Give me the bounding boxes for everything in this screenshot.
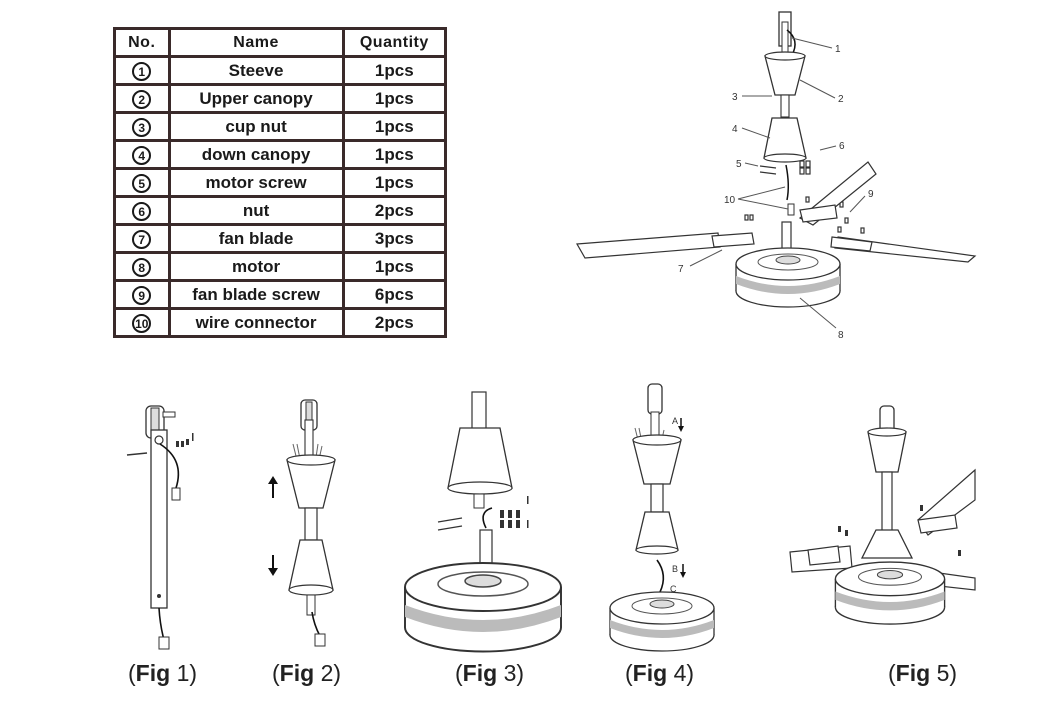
row-number-badge: 5	[132, 174, 152, 194]
down-canopy-shape	[288, 539, 334, 591]
part-quantity: 1pcs	[341, 55, 448, 86]
step-label-c: C	[670, 584, 677, 594]
figure-3-caption: (Fig 3)	[455, 660, 525, 686]
down-canopy-shape	[447, 427, 513, 489]
callout-1: 1	[835, 44, 841, 55]
part-name: down canopy	[167, 139, 345, 170]
upper-canopy-shape	[867, 431, 907, 473]
down-canopy-shape	[635, 511, 679, 551]
part-quantity: 1pcs	[341, 111, 448, 142]
motor-shape	[404, 562, 562, 653]
row-number-badge: 6	[132, 202, 152, 222]
part-quantity: 2pcs	[341, 195, 448, 226]
header-name: Name	[167, 27, 345, 58]
row-number-badge: 9	[132, 286, 152, 306]
down-canopy-shape	[763, 117, 807, 159]
part-quantity: 1pcs	[341, 251, 448, 282]
header-quantity: Quantity	[341, 27, 448, 58]
part-quantity: 3pcs	[341, 223, 448, 254]
callout-9: 9	[868, 189, 874, 200]
part-name: fan blade	[167, 223, 345, 254]
fan-blade-shape	[576, 232, 721, 259]
figure-5-caption: (Fig 5)	[888, 660, 958, 686]
step-label-a: A	[672, 416, 678, 426]
figure-3-drawing	[404, 391, 562, 653]
part-name: motor	[167, 251, 345, 282]
figure-5-drawing	[789, 405, 976, 625]
callout-7: 7	[678, 264, 684, 275]
step-label-b: B	[672, 564, 678, 574]
part-name: wire connector	[167, 307, 345, 338]
figure-1-drawing	[126, 405, 194, 650]
upper-canopy-shape	[286, 459, 336, 509]
callout-2: 2	[838, 94, 844, 105]
part-quantity: 1pcs	[341, 167, 448, 198]
part-name: nut	[167, 195, 345, 226]
header-no: No.	[113, 27, 171, 58]
row-number-badge: 3	[132, 118, 152, 138]
row-number-badge: 1	[132, 62, 152, 82]
figure-2-caption: (Fig 2)	[272, 660, 342, 686]
row-number-badge: 4	[132, 146, 152, 166]
row-number-badge: 8	[132, 258, 152, 278]
motor-shape	[735, 247, 841, 308]
motor-shape	[834, 561, 946, 625]
arrow-down-icon	[680, 564, 686, 578]
upper-canopy-shape	[764, 55, 806, 96]
arrow-down-icon	[678, 418, 684, 432]
motor-shape	[609, 591, 715, 652]
callout-3: 3	[732, 92, 738, 103]
figure-4-caption: (Fig 4)	[625, 660, 695, 686]
part-name: cup nut	[167, 111, 345, 142]
downrod	[150, 429, 168, 609]
row-number-badge: 7	[132, 230, 152, 250]
callout-4: 4	[732, 124, 738, 135]
exploded-view: 1 2 3 4 5 6 7 8 9 10	[576, 11, 977, 341]
part-quantity: 6pcs	[341, 279, 448, 310]
arrow-up-icon	[268, 476, 278, 498]
figure-1-caption: (Fig 1)	[128, 660, 198, 686]
callout-10: 10	[724, 195, 736, 206]
table-header-row: No. Name Quantity	[113, 27, 448, 58]
callout-8: 8	[838, 330, 844, 341]
part-name: motor screw	[167, 167, 345, 198]
part-name: Steeve	[167, 55, 345, 86]
figure-2-drawing	[268, 399, 336, 647]
arrow-down-icon	[268, 555, 278, 576]
row-number-badge: 2	[132, 90, 152, 110]
part-quantity: 1pcs	[341, 83, 448, 114]
wire	[159, 443, 180, 489]
callout-5: 5	[736, 159, 742, 170]
row-number-badge: 10	[132, 314, 152, 334]
part-quantity: 1pcs	[341, 139, 448, 170]
part-name: fan blade screw	[167, 279, 345, 310]
part-name: Upper canopy	[167, 83, 345, 114]
part-quantity: 2pcs	[341, 307, 448, 338]
upper-canopy-shape	[632, 439, 682, 485]
figure-4-drawing: A B C	[609, 383, 715, 652]
callout-6: 6	[839, 141, 845, 152]
